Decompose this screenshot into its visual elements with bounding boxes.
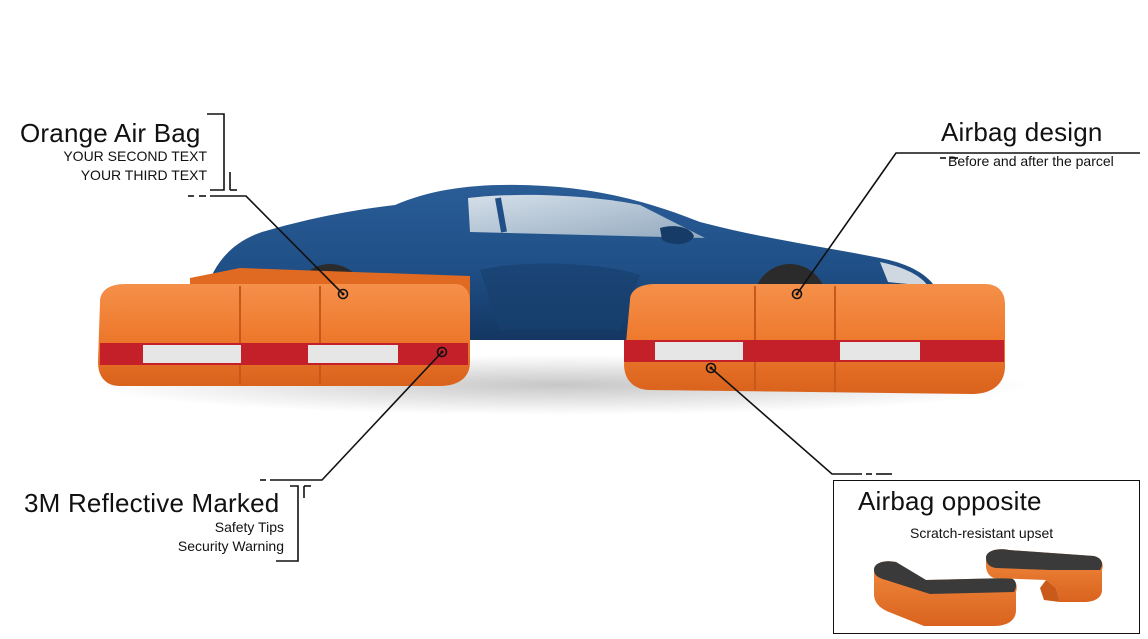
callout-title-reflective: 3M Reflective Marked [24,488,280,518]
car-window [468,194,705,238]
callout-title-airbag-design: Airbag design [941,117,1103,147]
airbag-front [624,284,1005,394]
callout-text-scratch-resistant: Scratch-resistant upset [910,525,1054,541]
side-intake [480,263,640,330]
airbag-opposite-image [874,549,1103,626]
callout-reflective-lines [260,351,443,562]
callout-airbag-design-lines [796,152,1140,295]
callout-text-third: YOUR THIRD TEXT [80,167,207,183]
callout-airbag-opposite-lines [710,367,892,475]
window-pillar [495,197,507,233]
callout-title-airbag-opposite: Airbag opposite [858,486,1042,516]
callout-text-before-after: Before and after the parcel [948,153,1114,169]
callout-text-safety-tips: Safety Tips [214,519,284,535]
marker-airbag-design [791,288,803,300]
headlight [880,262,928,286]
side-mirror [660,226,694,245]
marker-orange-air-bag [337,288,349,300]
marker-reflective [436,346,448,358]
callout-title-orange-air-bag: Orange Air Bag [20,118,201,148]
callout-orange-air-bag-lines [188,113,344,295]
airbag-rear [98,268,470,386]
marker-airbag-opposite [705,362,717,374]
callout-text-second: YOUR SECOND TEXT [63,148,207,164]
callout-text-security-warning: Security Warning [177,538,284,554]
